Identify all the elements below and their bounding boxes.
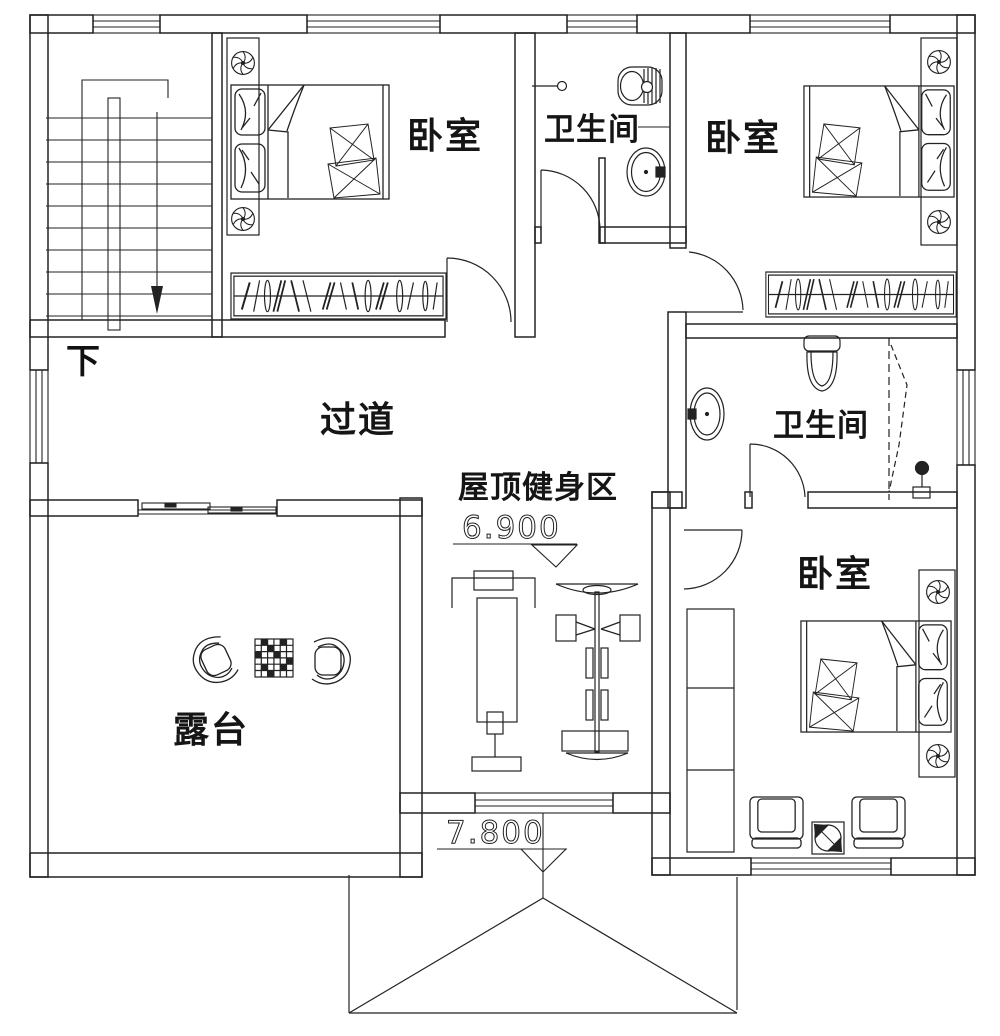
room-label-bedroom-bottom-right: 卧室 xyxy=(797,553,873,594)
stairs-direction-label: 下 xyxy=(66,343,100,381)
terrace-table xyxy=(254,638,294,678)
room-label-terrace: 露台 xyxy=(173,709,249,750)
window xyxy=(306,14,441,34)
ceiling-fan-icon xyxy=(926,580,950,604)
window xyxy=(29,369,49,464)
double-bed xyxy=(803,85,955,198)
window xyxy=(92,14,161,34)
window xyxy=(956,369,976,466)
ceiling-fan-icon xyxy=(927,210,951,234)
room-label-corridor: 过道 xyxy=(320,399,396,440)
roof-outline xyxy=(348,875,738,1014)
gym-equipment xyxy=(451,570,641,772)
window xyxy=(750,857,892,876)
double-bed xyxy=(230,84,390,200)
armchair xyxy=(749,796,804,849)
staircase xyxy=(46,79,212,331)
elevation-value-roof: 7.800 xyxy=(446,815,545,851)
ceiling-fan-icon xyxy=(927,50,951,74)
gym-bench-press xyxy=(451,570,536,772)
door-bathroom-middle xyxy=(749,443,806,498)
fan-strip xyxy=(226,37,260,236)
door-bedroom-bottom-right xyxy=(683,529,743,590)
terrace-chair xyxy=(185,631,241,691)
stair-handrail xyxy=(107,97,121,331)
interior-walls xyxy=(29,32,958,878)
stairs-down-arrow xyxy=(151,112,163,314)
bedroom-bottom-right-furniture xyxy=(686,569,956,855)
shower xyxy=(888,338,931,500)
terrace-furniture xyxy=(185,631,351,691)
toilet xyxy=(803,335,841,392)
labels: 卧室 卫生间 卧室 过道 卫生间 屋顶健身区 露台 卧室 下 6.900 7.8… xyxy=(66,112,873,852)
door-bedroom-top-right xyxy=(686,251,744,313)
room-label-bathroom-top: 卫生间 xyxy=(544,112,640,147)
ceiling-fan-icon xyxy=(231,207,255,231)
bathroom-middle-furniture xyxy=(687,335,931,500)
room-label-bathroom-middle: 卫生间 xyxy=(773,408,869,443)
fan-strip xyxy=(920,37,958,246)
ceiling-fan-icon xyxy=(926,744,950,768)
door-bedroom-top-left xyxy=(446,257,512,323)
wardrobe xyxy=(765,271,957,318)
elevation-marker-roof xyxy=(437,813,568,898)
closet xyxy=(686,608,735,853)
side-table xyxy=(811,821,845,855)
window xyxy=(474,792,614,814)
elevation-value-gym: 6.900 xyxy=(462,510,561,546)
ceiling-fan-icon xyxy=(231,51,255,75)
outer-walls xyxy=(29,14,976,878)
sliding-door xyxy=(138,502,277,515)
room-label-bedroom-top-left: 卧室 xyxy=(407,115,483,156)
double-bed xyxy=(800,620,952,733)
area-label-roof-gym: 屋顶健身区 xyxy=(458,470,618,505)
sink xyxy=(626,147,666,197)
elevation-marker-gym xyxy=(453,543,579,568)
windows xyxy=(29,14,976,876)
window xyxy=(566,14,638,34)
wardrobe xyxy=(230,272,447,320)
plan-drawing: 卧室 卫生间 卧室 过道 卫生间 屋顶健身区 露台 卧室 下 6.900 7.8… xyxy=(29,14,976,1014)
gym-cable-machine xyxy=(555,583,641,761)
doors xyxy=(446,169,806,590)
sink xyxy=(687,387,725,441)
hook-icon xyxy=(556,80,568,92)
bedroom-top-right-furniture xyxy=(765,37,958,318)
toilet xyxy=(617,66,663,106)
terrace-chair xyxy=(311,637,351,685)
armchair xyxy=(851,796,906,849)
bedroom-top-left-furniture xyxy=(226,37,447,320)
bathroom-top-furniture xyxy=(532,66,670,197)
door-bathroom-top xyxy=(540,169,601,231)
room-label-bedroom-top-right: 卧室 xyxy=(705,117,781,158)
shower-head-icon xyxy=(914,460,930,476)
fan-strip xyxy=(918,569,956,778)
window xyxy=(749,14,891,34)
